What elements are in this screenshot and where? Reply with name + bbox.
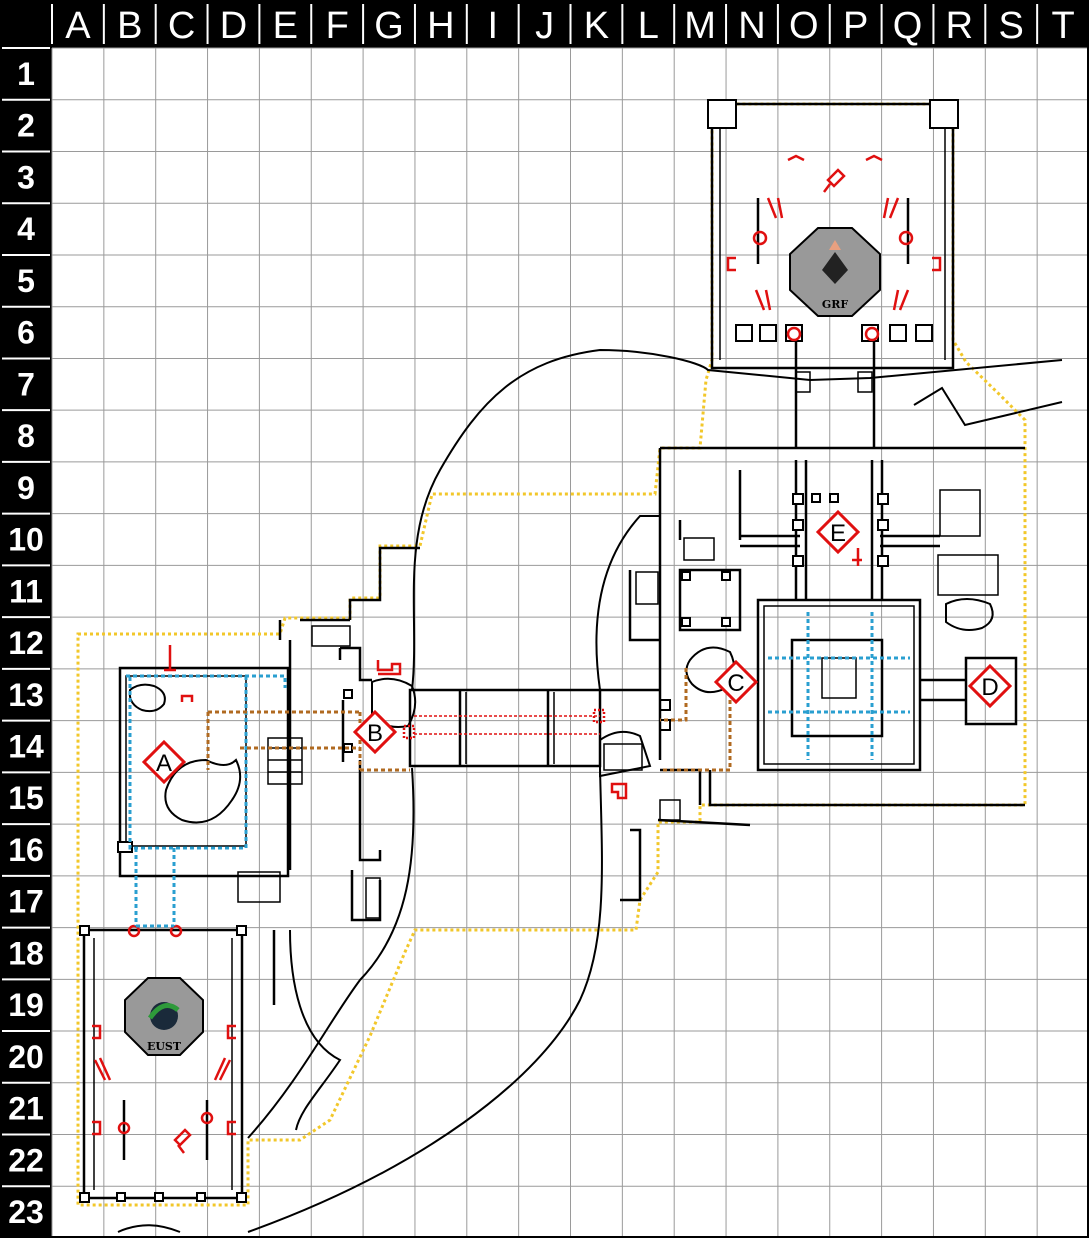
row-label: 11 <box>9 573 43 609</box>
column-label: Q <box>893 5 923 47</box>
row-label: 8 <box>17 418 35 454</box>
column-label: K <box>584 5 609 47</box>
row-label: 5 <box>17 263 35 299</box>
row-label: 9 <box>17 470 35 506</box>
column-label: R <box>946 5 973 47</box>
column-label: H <box>427 5 454 47</box>
column-label: I <box>487 5 498 47</box>
central-fort <box>678 460 1018 772</box>
row-label: 20 <box>8 1039 44 1075</box>
row-label: 22 <box>8 1142 44 1178</box>
svg-text:E: E <box>830 520 846 547</box>
objective-marker-c[interactable]: C <box>713 659 759 705</box>
cave-outline <box>117 348 1063 1233</box>
objective-b-area <box>278 546 420 922</box>
svg-text:A: A <box>156 750 172 777</box>
svg-text:D: D <box>981 674 998 701</box>
row-label: 17 <box>8 884 44 920</box>
row-label: 23 <box>8 1194 44 1230</box>
objective-a-building <box>117 640 303 903</box>
row-label: 21 <box>8 1091 44 1127</box>
objective-a-zone <box>126 674 287 928</box>
route-lines <box>206 710 410 772</box>
column-label: L <box>638 5 659 47</box>
column-label: J <box>535 5 554 47</box>
row-label: 13 <box>8 677 44 713</box>
team-boundary <box>76 102 1027 1207</box>
grf-base: GRF <box>707 99 959 448</box>
row-label: 10 <box>8 522 44 558</box>
objective-marker-a[interactable]: A <box>141 739 187 785</box>
column-label: B <box>117 5 142 47</box>
eust-base: EUST <box>79 924 276 1203</box>
row-label: 2 <box>17 108 35 144</box>
column-header-bar <box>0 0 1089 48</box>
row-label: 12 <box>8 625 44 661</box>
svg-text:C: C <box>727 670 744 697</box>
row-label: 1 <box>17 56 35 92</box>
column-label: F <box>326 5 349 47</box>
row-label: 14 <box>8 728 44 764</box>
row-label: 18 <box>8 935 44 971</box>
eust-base-label: EUST <box>147 1040 182 1053</box>
column-label: T <box>1051 5 1074 47</box>
map-grid <box>51 47 1089 1238</box>
column-label: S <box>999 5 1024 47</box>
column-label: A <box>65 5 91 47</box>
objective-marker-b[interactable]: B <box>352 709 398 755</box>
column-label: G <box>374 5 404 47</box>
column-label: N <box>738 5 765 47</box>
objective-marker-d[interactable]: D <box>967 663 1013 709</box>
svg-text:B: B <box>367 720 383 747</box>
column-label: P <box>843 5 868 47</box>
column-label: O <box>789 5 819 47</box>
row-label: 16 <box>8 832 44 868</box>
objective-marker-e[interactable]: E <box>815 509 861 555</box>
row-label: 7 <box>17 366 35 402</box>
row-label: 15 <box>8 780 44 816</box>
row-label: 3 <box>17 159 35 195</box>
objective-c-area <box>599 446 1025 902</box>
row-label: 19 <box>8 987 44 1023</box>
row-label: 4 <box>17 211 35 247</box>
column-label: C <box>168 5 195 47</box>
central-bridge <box>402 688 606 768</box>
column-label: M <box>684 5 716 47</box>
column-label: D <box>220 5 247 47</box>
column-label: E <box>273 5 298 47</box>
row-label: 6 <box>17 315 35 351</box>
grf-base-label: GRF <box>822 298 849 311</box>
